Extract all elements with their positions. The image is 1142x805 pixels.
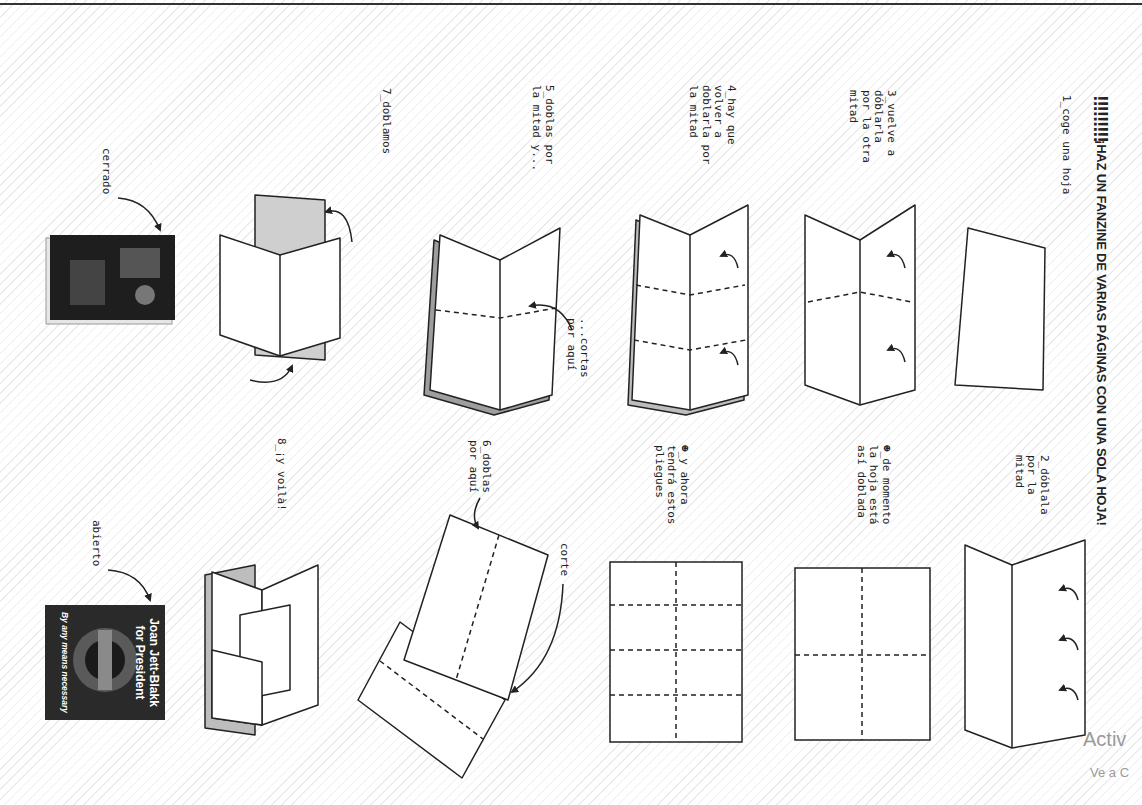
creases-four-figure [795, 568, 930, 740]
fold-here-figure-part [404, 515, 548, 700]
fold-here-figure [358, 498, 563, 778]
creases-four-figure-part [795, 568, 930, 740]
creases-eight-figure-part [675, 562, 677, 742]
step-label: 8_¡y voilà! [274, 438, 287, 548]
sheet-figure [955, 228, 1045, 390]
fold-other-half-figure-part [888, 349, 905, 363]
fold-half-figure-part [1060, 588, 1078, 600]
cut-label: ...cortas por aquí [565, 318, 590, 382]
fold-figure-part [326, 211, 352, 242]
creases-eight-figure [610, 562, 742, 742]
open-zine-photo-part [73, 628, 137, 692]
title-marks: !!!!!!!!! [1090, 95, 1112, 140]
cut-label: corte [557, 543, 570, 583]
fold-half-figure-part [1060, 638, 1078, 650]
fold-again-figure-part [636, 285, 745, 295]
fold-figure-part [250, 366, 292, 382]
fold-here-figure-part [474, 498, 480, 528]
creases-eight-figure-part [610, 562, 742, 742]
cut-figure-part [499, 260, 501, 410]
cover-title: Joan Jett-Blakk for President [132, 610, 160, 715]
fold-again-figure-part [634, 340, 746, 350]
top-rule-part [0, 3, 1142, 5]
caption-arrows [108, 198, 160, 600]
fold-figure-part [220, 235, 340, 356]
fold-again-figure-part [689, 235, 691, 410]
open-zine-photo [45, 605, 165, 720]
step-label: 7_doblamos [379, 88, 392, 198]
caption-arrows-part [108, 570, 150, 600]
cut-figure-part [436, 308, 556, 318]
closed-zine-photo-part [120, 248, 160, 278]
booklet-figure [205, 565, 318, 735]
open-zine-photo-part [45, 605, 165, 720]
cover-slogan: By any means necessary [60, 610, 70, 715]
fold-other-half-figure-part [859, 240, 861, 405]
creases-four-figure-part [795, 654, 930, 656]
fold-other-half-figure-part [805, 205, 915, 405]
closed-zine-photo-part [50, 235, 175, 320]
open-zine-photo-part [98, 630, 112, 690]
watermark: Ve a C [1090, 765, 1129, 780]
fold-again-figure-part [721, 255, 738, 269]
sheet-figure-part [955, 228, 1045, 390]
fold-half-figure [965, 540, 1085, 748]
creases-eight-figure-part [610, 649, 742, 651]
fold-figure-part [279, 255, 281, 356]
creases-four-figure-part [861, 568, 863, 740]
cut-figure [424, 228, 572, 415]
step-label: 3_vuelve a dóblarla por la otra mitad [846, 90, 897, 168]
top-rule [0, 3, 1142, 5]
step-label: 1_coge una hoja [1059, 95, 1072, 225]
closed-zine-photo-part [70, 260, 105, 305]
fold-again-figure-part [632, 205, 748, 410]
step-label: 2_dóblala por la mitad [1012, 455, 1050, 517]
fold-again-figure [628, 205, 748, 415]
creases-eight-figure-part [610, 694, 742, 696]
cut-figure-part [430, 228, 560, 410]
fold-here-figure-part [380, 661, 483, 739]
caption-arrows-part [118, 198, 160, 230]
title: ¡HAZ UN FANZINE DE VARIAS PÁGINAS CON UN… [1093, 140, 1108, 660]
step-label: 6_doblas por aquí [467, 440, 492, 502]
fold-other-half-figure [805, 205, 915, 405]
fold-half-figure-part [1060, 688, 1078, 700]
fold-here-figure-part [512, 584, 563, 692]
photo-caption: cerrado [99, 148, 112, 208]
closed-zine-photo-part [135, 285, 155, 305]
fold-other-half-figure-part [888, 255, 905, 269]
fold-other-half-figure-part [808, 292, 912, 302]
fold-half-figure-part [1011, 565, 1013, 748]
photo-caption: abierto [89, 520, 102, 580]
booklet-figure-part [212, 650, 262, 725]
step-label: 4_hay que volver a doblarla por la mitad [686, 85, 737, 169]
note-label: ☻_de momento la hoja está así doblada [854, 445, 892, 529]
closed-zine-photo [46, 235, 175, 324]
note-label: ☻_y ahora tendrá estos pliegues [652, 445, 690, 529]
creases-eight-figure-part [610, 604, 742, 606]
step-label: 5_doblas por la mitad y... [530, 85, 555, 177]
fold-again-figure-part [721, 352, 738, 366]
fold-half-figure-part [965, 540, 1085, 748]
fold-figure [220, 195, 352, 382]
watermark: Activ [1083, 728, 1126, 751]
fold-here-figure-part [456, 535, 499, 680]
